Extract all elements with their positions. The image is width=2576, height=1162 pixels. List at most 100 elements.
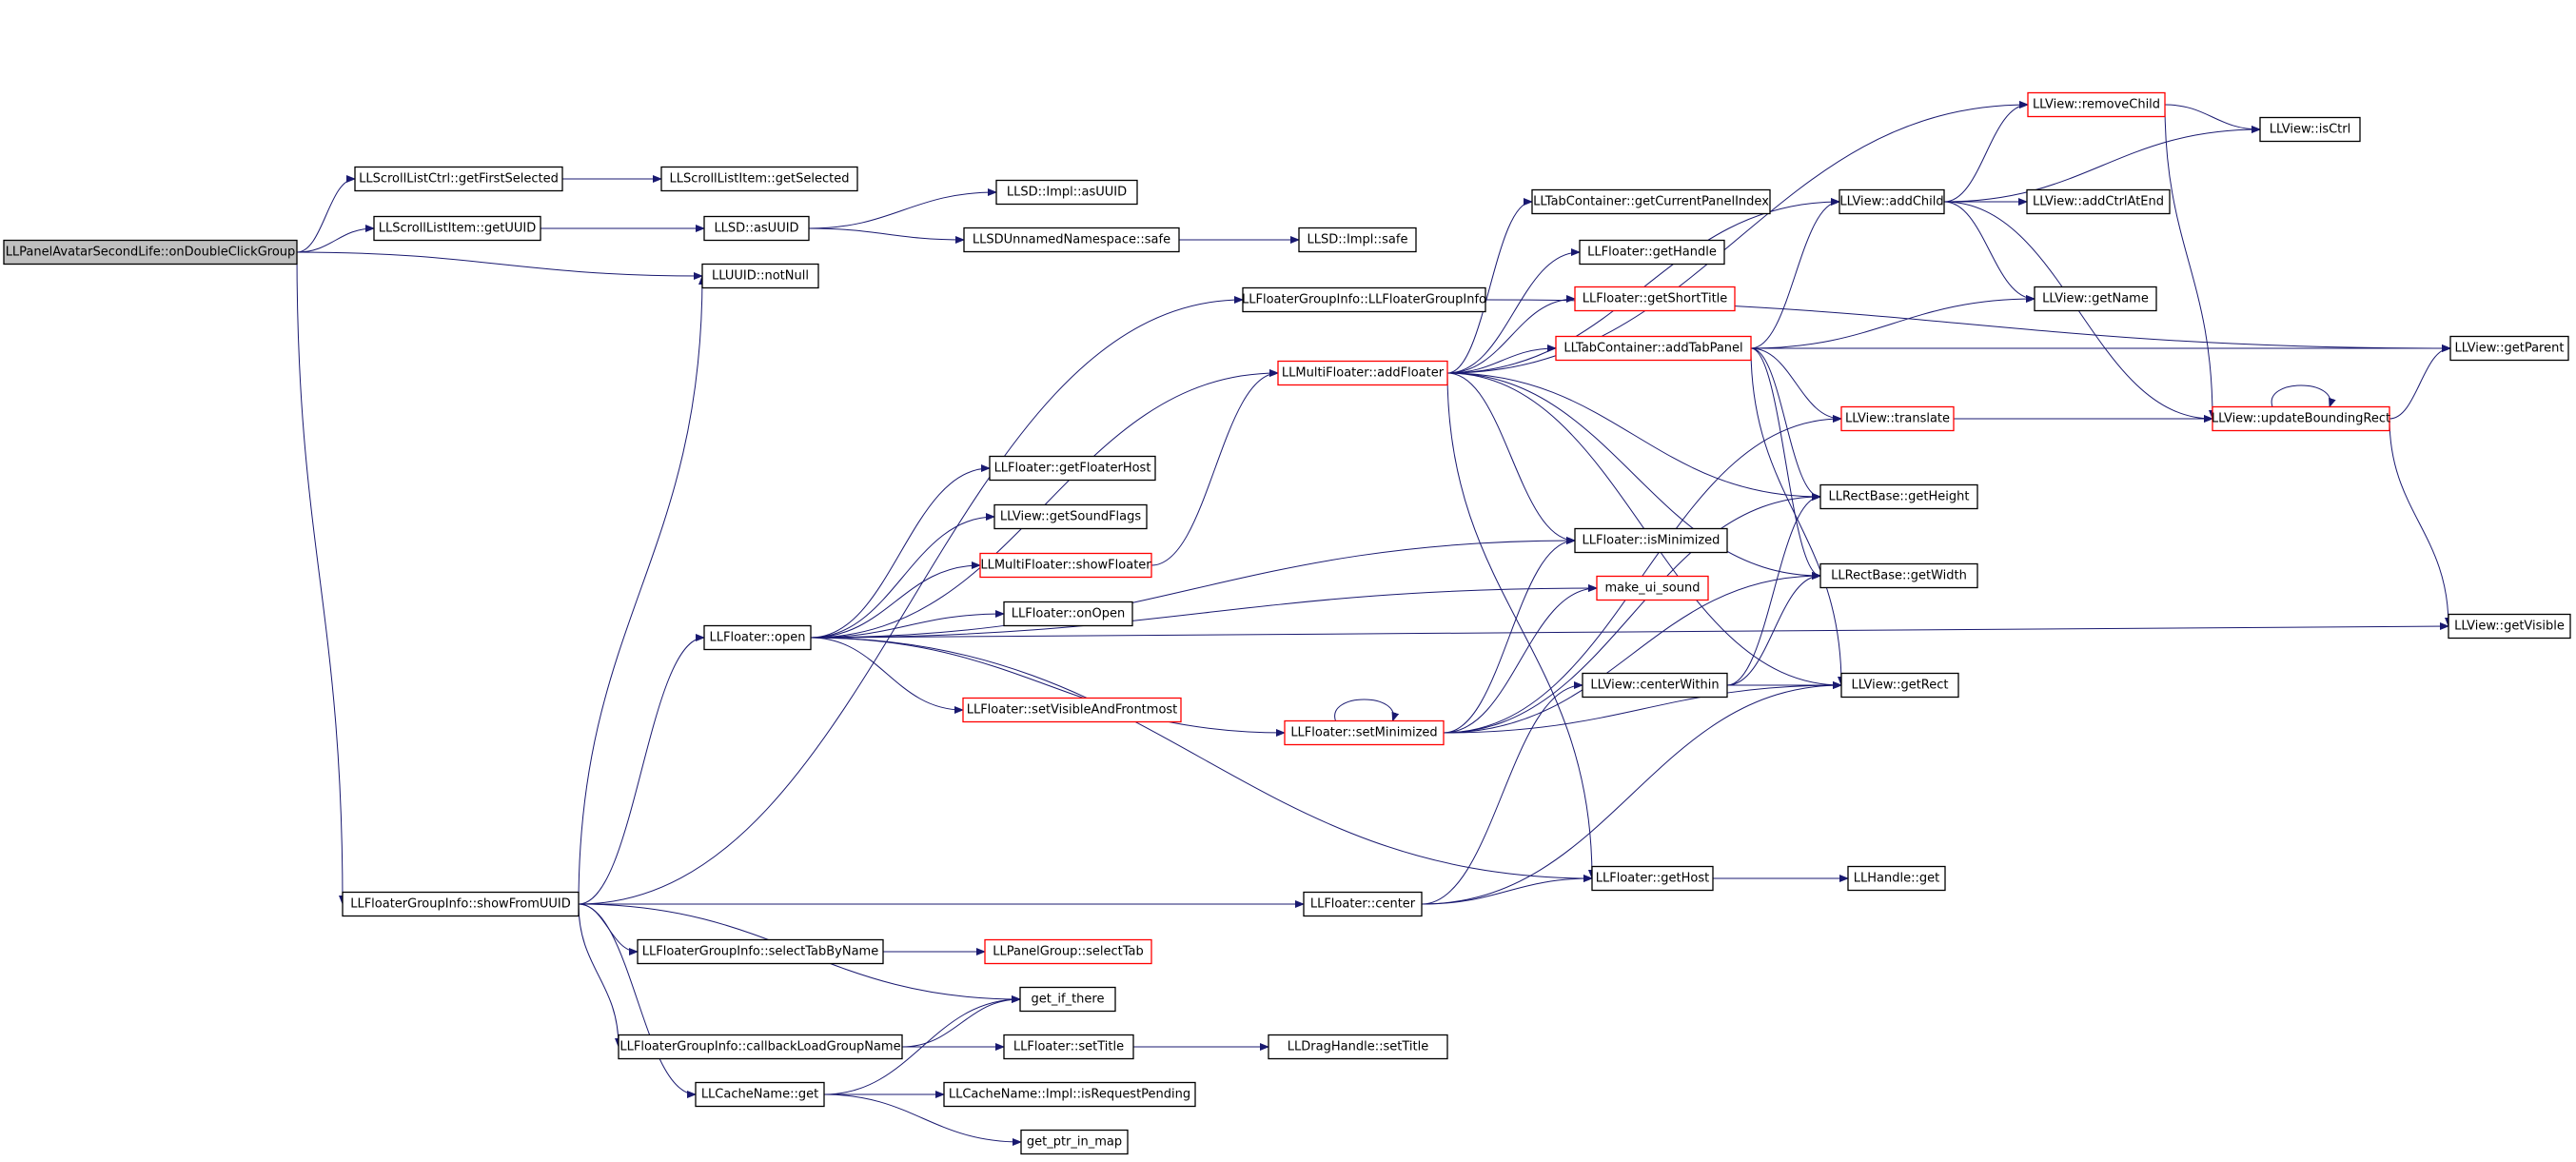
node-box[interactable] xyxy=(1277,360,1448,386)
graph-node-selectTabByName[interactable]: LLFloaterGroupInfo::selectTabByName xyxy=(637,938,884,965)
node-box[interactable] xyxy=(1555,335,1752,362)
node-box[interactable] xyxy=(984,938,1152,965)
graph-node-callbackLoadGroupName[interactable]: LLFloaterGroupInfo::callbackLoadGroupNam… xyxy=(618,1034,903,1060)
node-box[interactable] xyxy=(373,215,541,242)
node-box[interactable] xyxy=(1819,562,1978,589)
node-box[interactable] xyxy=(1591,865,1714,892)
node-box[interactable] xyxy=(1582,672,1728,699)
node-box[interactable] xyxy=(1303,891,1423,917)
node-box[interactable] xyxy=(2026,188,2171,215)
graph-node-getFloaterHost[interactable]: LLFloater::getFloaterHost xyxy=(989,455,1156,482)
node-box[interactable] xyxy=(1840,405,1955,432)
node-box[interactable] xyxy=(2259,116,2361,143)
graph-node-setVisibleAndFrontmost[interactable]: LLFloater::setVisibleAndFrontmost xyxy=(962,697,1182,723)
node-box[interactable] xyxy=(1284,719,1445,746)
node-box[interactable] xyxy=(1268,1034,1448,1060)
node-box[interactable] xyxy=(2449,335,2569,362)
graph-node-makeUiSound[interactable]: make_ui_sound xyxy=(1596,575,1709,601)
graph-node-selectTab[interactable]: LLPanelGroup::selectTab xyxy=(984,938,1152,965)
graph-node-centerWithin[interactable]: LLView::centerWithin xyxy=(1582,672,1728,699)
graph-node-getName[interactable]: LLView::getName xyxy=(2034,286,2157,312)
node-box[interactable] xyxy=(1003,601,1133,627)
node-box[interactable] xyxy=(618,1034,903,1060)
graph-node-dragSetTitle[interactable]: LLDragHandle::setTitle xyxy=(1268,1034,1448,1060)
node-box[interactable] xyxy=(993,503,1148,530)
graph-node-root[interactable]: LLPanelAvatarSecondLife::onDoubleClickGr… xyxy=(3,239,298,266)
graph-node-isCtrl[interactable]: LLView::isCtrl xyxy=(2259,116,2361,143)
node-box[interactable] xyxy=(943,1081,1196,1108)
graph-node-getParent[interactable]: LLView::getParent xyxy=(2449,335,2569,362)
graph-node-addCtrlAtEnd[interactable]: LLView::addCtrlAtEnd xyxy=(2026,188,2171,215)
node-box[interactable] xyxy=(1579,239,1725,266)
node-box[interactable] xyxy=(2034,286,2157,312)
node-box[interactable] xyxy=(2212,405,2390,432)
node-box[interactable] xyxy=(1531,188,1771,215)
graph-node-nsSafe[interactable]: LLSDUnnamedNamespace::safe xyxy=(963,226,1180,253)
node-box[interactable] xyxy=(1840,672,1959,699)
graph-node-onOpen[interactable]: LLFloater::onOpen xyxy=(1003,601,1133,627)
graph-node-notNull[interactable]: LLUUID::notNull xyxy=(701,263,819,289)
node-box[interactable] xyxy=(660,166,858,192)
node-box[interactable] xyxy=(2448,613,2571,640)
graph-node-getShortTitle[interactable]: LLFloater::getShortTitle xyxy=(1574,286,1736,312)
node-box[interactable] xyxy=(1298,226,1417,253)
graph-node-implAsUUID[interactable]: LLSD::Impl::asUUID xyxy=(995,179,1138,206)
node-box[interactable] xyxy=(1596,575,1709,601)
node-box[interactable] xyxy=(979,552,1152,579)
node-box[interactable] xyxy=(1574,527,1728,554)
graph-node-translate[interactable]: LLView::translate xyxy=(1840,405,1955,432)
graph-node-implSafe[interactable]: LLSD::Impl::safe xyxy=(1298,226,1417,253)
graph-node-isRequestPending[interactable]: LLCacheName::Impl::isRequestPending xyxy=(943,1081,1196,1108)
node-box[interactable] xyxy=(1847,865,1946,892)
node-box[interactable] xyxy=(1020,1129,1129,1155)
graph-node-getFirstSelected[interactable]: LLScrollListCtrl::getFirstSelected xyxy=(354,166,563,192)
node-box[interactable] xyxy=(342,891,580,917)
graph-node-removeChild[interactable]: LLView::removeChild xyxy=(2027,91,2166,118)
graph-node-asUUID[interactable]: LLSD::asUUID xyxy=(703,215,810,242)
graph-node-getSoundFlags[interactable]: LLView::getSoundFlags xyxy=(993,503,1148,530)
node-box[interactable] xyxy=(1839,188,1945,215)
graph-node-getHandle[interactable]: LLFloater::getHandle xyxy=(1579,239,1725,266)
graph-node-getHost[interactable]: LLFloater::getHost xyxy=(1591,865,1714,892)
graph-node-getWidth[interactable]: LLRectBase::getWidth xyxy=(1819,562,1978,589)
graph-node-open[interactable]: LLFloater::open xyxy=(703,624,812,651)
graph-node-addChild[interactable]: LLView::addChild xyxy=(1839,188,1945,215)
graph-node-getUUID[interactable]: LLScrollListItem::getUUID xyxy=(373,215,541,242)
graph-node-getSelected[interactable]: LLScrollListItem::getSelected xyxy=(660,166,858,192)
graph-node-updateBoundingRect[interactable]: LLView::updateBoundingRect xyxy=(2212,405,2390,432)
node-box[interactable] xyxy=(989,455,1156,482)
graph-node-getRect[interactable]: LLView::getRect xyxy=(1840,672,1959,699)
graph-node-handleGet[interactable]: LLHandle::get xyxy=(1847,865,1946,892)
node-box[interactable] xyxy=(354,166,563,192)
graph-node-showFromUUID[interactable]: LLFloaterGroupInfo::showFromUUID xyxy=(342,891,580,917)
graph-node-setTitle[interactable]: LLFloater::setTitle xyxy=(1003,1034,1134,1060)
graph-node-getCurrentPanelIndex[interactable]: LLTabContainer::getCurrentPanelIndex xyxy=(1531,188,1771,215)
node-box[interactable] xyxy=(1574,286,1736,312)
graph-node-addTabPanel[interactable]: LLTabContainer::addTabPanel xyxy=(1555,335,1752,362)
graph-node-getIfThere[interactable]: get_if_there xyxy=(1019,986,1116,1013)
node-box[interactable] xyxy=(995,179,1138,206)
node-box[interactable] xyxy=(1242,286,1486,313)
node-box[interactable] xyxy=(701,263,819,289)
graph-node-isMinimized[interactable]: LLFloater::isMinimized xyxy=(1574,527,1728,554)
node-box[interactable] xyxy=(963,226,1180,253)
graph-node-fgiCtor[interactable]: LLFloaterGroupInfo::LLFloaterGroupInfo xyxy=(1242,286,1486,313)
node-box[interactable] xyxy=(3,239,298,266)
node-box[interactable] xyxy=(703,215,810,242)
graph-node-center[interactable]: LLFloater::center xyxy=(1303,891,1423,917)
graph-node-getHeight[interactable]: LLRectBase::getHeight xyxy=(1819,483,1978,510)
node-box[interactable] xyxy=(1019,986,1116,1013)
graph-node-showFloater[interactable]: LLMultiFloater::showFloater xyxy=(979,552,1152,579)
node-box[interactable] xyxy=(703,624,812,651)
graph-node-cacheGet[interactable]: LLCacheName::get xyxy=(695,1081,825,1108)
node-box[interactable] xyxy=(1003,1034,1134,1060)
node-box[interactable] xyxy=(2027,91,2166,118)
node-box[interactable] xyxy=(962,697,1182,723)
node-box[interactable] xyxy=(1819,483,1978,510)
graph-node-addFloater[interactable]: LLMultiFloater::addFloater xyxy=(1277,360,1448,386)
graph-node-setMinimized[interactable]: LLFloater::setMinimized xyxy=(1284,719,1445,746)
graph-node-getVisible[interactable]: LLView::getVisible xyxy=(2448,613,2571,640)
graph-node-getPtrInMap[interactable]: get_ptr_in_map xyxy=(1020,1129,1129,1155)
node-box[interactable] xyxy=(637,938,884,965)
node-box[interactable] xyxy=(695,1081,825,1108)
